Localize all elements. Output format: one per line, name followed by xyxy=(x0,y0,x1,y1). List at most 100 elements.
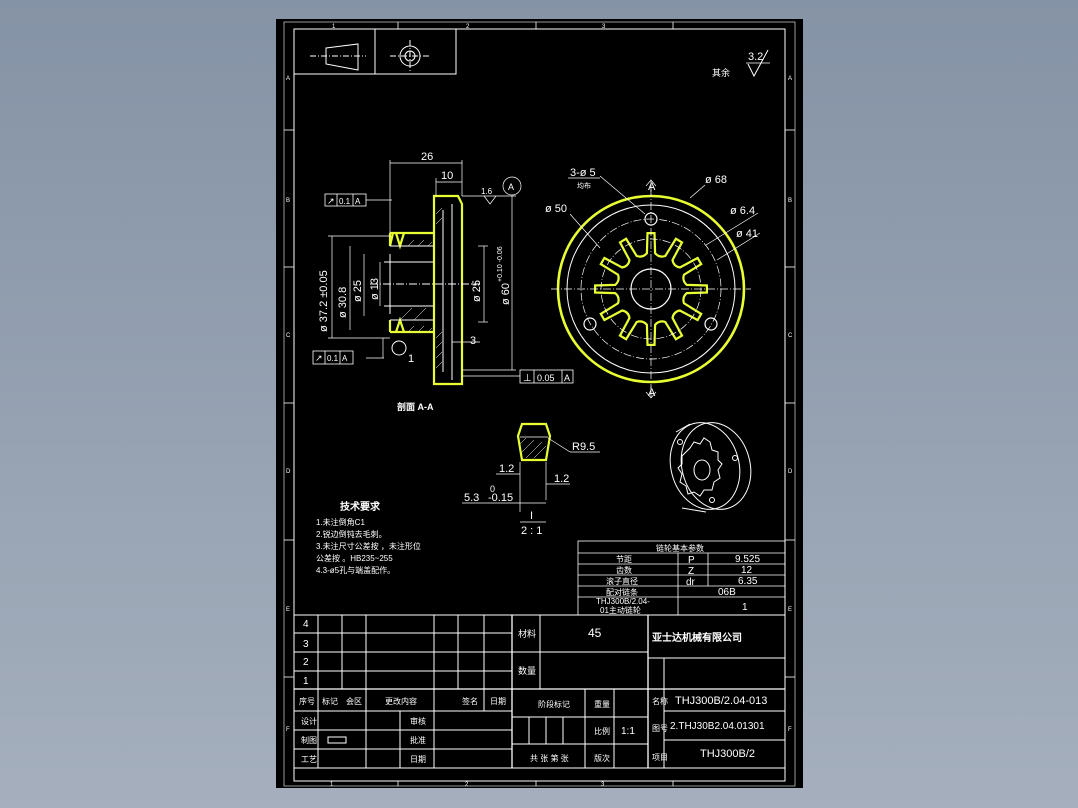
sprocket-teeth xyxy=(594,232,708,346)
section-view[interactable]: 26 10 1.6 A ø 37.2 ±0.05 ø 30.8 ø 25 ø 1… xyxy=(312,151,574,412)
bolt-hole-left xyxy=(583,317,597,331)
scale-label: 比例 xyxy=(594,726,610,736)
drawing-number: THJ300B/2.04-013 xyxy=(675,695,767,707)
dim-30-8: ø 30.8 xyxy=(337,287,349,318)
weight-label: 重量 xyxy=(594,699,610,709)
tech-req-title: 技术要求 xyxy=(340,500,381,513)
param-table-title: 链轮基本参数 xyxy=(656,543,704,553)
zone-left-b: B xyxy=(286,198,290,204)
section-dimension-lines xyxy=(328,160,522,377)
tooth-hatching xyxy=(519,437,547,459)
dim-1-2-left: 1.2 xyxy=(499,463,514,475)
param-sym-roller: dr xyxy=(686,577,696,588)
dim-3: 3 xyxy=(470,335,476,347)
param-name-roller: 滚子直径 xyxy=(606,576,638,586)
param-ref-code: THJ300B/2.04- xyxy=(596,597,650,606)
tolerance-frame-perpendicularity: ⊥ 0.05 A xyxy=(519,369,574,384)
tol1-value: 0.1 xyxy=(339,197,351,206)
detail-scale: 2 : 1 xyxy=(521,525,542,537)
outer-frame xyxy=(283,21,796,787)
sign-approve: 批准 xyxy=(410,735,426,745)
tol3-value: 0.05 xyxy=(537,373,555,383)
quantity-label: 数量 xyxy=(518,665,536,676)
zone-ticks xyxy=(284,22,795,786)
tech-req-line-4: 公差按 。HB235~255 xyxy=(316,553,393,563)
material-value: 45 xyxy=(588,626,602,640)
tol3-ref: A xyxy=(564,373,570,383)
rev-header-no: 序号 xyxy=(299,696,315,706)
tol2-symbol: ↗ xyxy=(315,353,323,363)
sign-draw: 制图 xyxy=(301,735,317,745)
detail-label: I xyxy=(530,510,533,522)
roughness-value: 3.2 xyxy=(748,51,763,63)
param-ref-val: 1 xyxy=(742,602,748,613)
zone-right-b: B xyxy=(788,198,792,204)
tol2-value: 0.1 xyxy=(327,354,339,363)
tolerance-frame-runout-bottom: ↗ 0.1 A xyxy=(312,350,354,365)
zone-left-c: C xyxy=(286,333,291,339)
param-name-chain: 配对链条 xyxy=(606,587,638,597)
param-name-teeth: 齿数 xyxy=(616,565,632,575)
zone-bottom-1: 1 xyxy=(330,782,334,788)
tech-requirements: 技术要求 1.未注倒角C1 2.锐边倒钝去毛刺。 3.未注尺寸公差按 ，未注形位… xyxy=(316,500,421,575)
sign-process: 工艺 xyxy=(301,755,317,764)
dim-6-4: ø 6.4 xyxy=(730,205,755,217)
projection-symbol xyxy=(293,28,457,75)
dim-r9-5: R9.5 xyxy=(572,441,595,453)
sign-date: 日期 xyxy=(410,755,426,764)
file-name: 2.THJ30B2.04.01301 xyxy=(670,721,765,732)
zone-left-d: D xyxy=(286,469,291,475)
dim-1: 1 xyxy=(408,353,414,365)
bolt-hole-right xyxy=(704,317,718,331)
title-block[interactable]: 4 3 2 1 序号 标记 会区 更改内容 签名 日期 设计 审核 制图 批准 … xyxy=(294,614,785,769)
cut-mark-bottom: A xyxy=(648,387,656,399)
dim-41: ø 41 xyxy=(736,228,758,240)
dim-tolerance: -0.15 xyxy=(488,492,513,504)
param-name-pitch: 节距 xyxy=(616,555,632,564)
zone-right-c: C xyxy=(788,333,793,339)
zone-bottom-2: 2 xyxy=(465,782,469,788)
zone-top-2: 2 xyxy=(466,24,470,30)
rev-header-content: 更改内容 xyxy=(385,696,417,706)
zone-bottom-3: 3 xyxy=(601,782,605,788)
zone-left-f: F xyxy=(286,727,290,733)
tech-req-line-3: 3.未注尺寸公差按 ，未注形位 xyxy=(316,541,421,551)
version-label: 版次 xyxy=(594,753,610,763)
code-label: 图号 xyxy=(652,724,668,733)
tech-req-line-5: 4.3-ø5孔与端盖配作。 xyxy=(316,565,395,575)
front-center-lines xyxy=(551,175,761,399)
name-label: 名称 xyxy=(652,696,668,706)
company-name: 亚士达机械有限公司 xyxy=(652,631,742,644)
project-label: 项目 xyxy=(652,753,668,762)
dim-60: ø 60 xyxy=(500,283,512,305)
zone-right-e: E xyxy=(788,607,792,613)
zone-top-1: 1 xyxy=(332,24,336,30)
tol1-symbol: ↗ xyxy=(327,196,335,206)
parameter-table[interactable]: 链轮基本参数 节距 P 9.525 齿数 Z 12 滚子直径 dr 6.35 配… xyxy=(577,540,786,616)
scale-value: 1:1 xyxy=(621,726,635,737)
rev-row-3: 3 xyxy=(303,639,309,650)
rev-header-sign: 签名 xyxy=(462,696,478,706)
param-sym-teeth: Z xyxy=(688,566,694,577)
project-value: THJ300B/2 xyxy=(700,748,755,760)
zone-left-e: E xyxy=(286,607,290,613)
front-view[interactable]: 3-ø 5 均布 ø 68 ø 50 ø 6.4 ø 41 A A xyxy=(545,167,761,399)
dim-10: 10 xyxy=(441,170,453,182)
dim-13: ø 13 xyxy=(369,278,381,300)
tol1-ref: A xyxy=(355,197,361,206)
detail-view-i[interactable]: R9.5 1.2 1.2 0 5.3 -0.15 I 2 : 1 xyxy=(462,422,600,537)
dim-50: ø 50 xyxy=(545,203,567,215)
section-caption: 剖面 A-A xyxy=(397,401,434,412)
zone-left-a: A xyxy=(286,76,290,82)
param-val-chain: 06B xyxy=(718,587,736,598)
dim-0: 0 xyxy=(490,484,495,494)
datum-a-label: A xyxy=(508,182,514,192)
inner-frame xyxy=(293,28,786,782)
tech-req-line-2: 2.锐边倒钝去毛刺。 xyxy=(316,529,387,539)
rev-header-area: 会区 xyxy=(346,696,362,706)
tooth-profile xyxy=(516,422,552,462)
rev-header-date: 日期 xyxy=(490,697,506,706)
dim-5-3: 5.3 xyxy=(464,492,479,504)
title-block-grid xyxy=(294,614,785,769)
